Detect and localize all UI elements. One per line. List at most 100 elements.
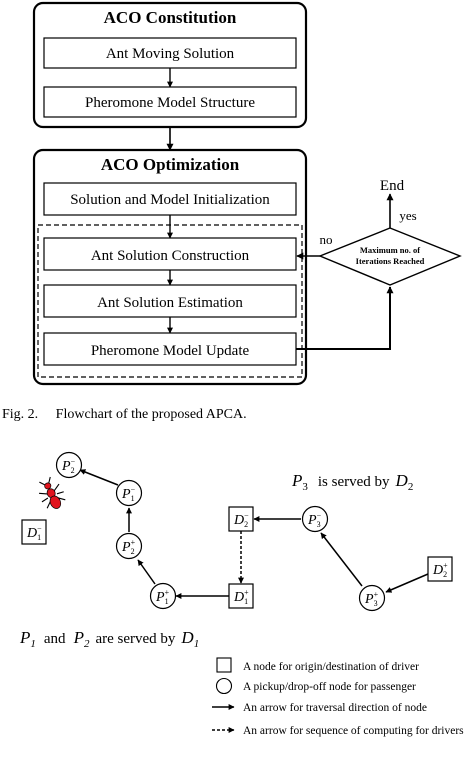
- pheromone-update-label: Pheromone Model Update: [91, 343, 250, 359]
- node-label-sup: −: [317, 511, 322, 520]
- estimation-box: [43, 284, 297, 318]
- passenger-node-circle: [149, 582, 177, 610]
- no-label: no: [320, 232, 333, 247]
- node-label: P2−: [61, 457, 76, 475]
- node-label-sub: 2: [131, 547, 135, 556]
- legend-square-symbol: [216, 657, 232, 673]
- ant-moving-solution-label: Ant Moving Solution: [106, 46, 235, 62]
- node-label-sub: 1: [131, 494, 135, 503]
- node-label: D2−: [233, 511, 249, 529]
- d1-symbol: D: [180, 628, 194, 647]
- edge-p1minus-to-p2minus: [79, 469, 119, 486]
- passenger-node-circle: [55, 451, 83, 479]
- aco-optimization-group: ACO Optimization Solution and Model Init…: [32, 148, 308, 386]
- legend: A node for origin/destination of driver …: [212, 657, 464, 737]
- passenger-node-circle: [115, 532, 143, 560]
- decision-line-1: Maximum no. of: [360, 245, 420, 255]
- node-label-sub: 2: [244, 520, 248, 529]
- passenger-node-circle: [301, 505, 329, 533]
- node-label-sup: +: [374, 590, 379, 599]
- node-d2p: D2+: [427, 556, 453, 582]
- node-label-sup: +: [131, 538, 136, 547]
- node-label-sub: 2: [443, 570, 447, 579]
- node-p3p: P3+: [358, 584, 386, 612]
- node-label-base: P: [155, 590, 165, 605]
- node-d1m: D1−: [21, 519, 47, 545]
- driver-node-square: [21, 519, 47, 545]
- node-label: P3−: [307, 511, 322, 529]
- d2-symbol: D: [395, 471, 409, 490]
- arrow-update-to-decision: [296, 286, 394, 350]
- legend-circle-text: A pickup/drop-off node for passenger: [243, 681, 416, 693]
- aco-constitution-group: ACO Constitution Ant Moving Solution Phe…: [32, 1, 308, 129]
- node-label-sub: 2: [71, 466, 75, 475]
- node-label: P1+: [155, 588, 170, 606]
- p2-subscript: 2: [84, 638, 90, 650]
- node-label-sup: +: [165, 588, 170, 597]
- edge-d2plus-to-p3plus: [385, 573, 429, 593]
- passenger-node-circle: [115, 479, 143, 507]
- p1-symbol: P: [19, 628, 30, 647]
- node-label: P1−: [121, 485, 136, 503]
- legend-arrow-text: An arrow for traversal direction of node: [243, 702, 427, 714]
- estimation-label: Ant Solution Estimation: [97, 295, 243, 311]
- node-p2p: P2+: [115, 532, 143, 560]
- node-label-base: D: [432, 563, 443, 578]
- p3-served-text: is served by: [318, 474, 390, 490]
- node-p1m: P1−: [115, 479, 143, 507]
- node-label-base: P: [121, 540, 131, 555]
- node-label-sup: −: [71, 457, 76, 466]
- driver-node-square: [228, 506, 254, 532]
- node-label-sub: 1: [244, 597, 248, 606]
- driver-node-square: [228, 583, 254, 609]
- construction-label: Ant Solution Construction: [91, 248, 250, 264]
- figure-caption: Fig. 2. Flowchart of the proposed APCA.: [2, 407, 247, 422]
- d1-subscript: 1: [194, 638, 200, 650]
- p3-subscript: 3: [302, 481, 308, 493]
- node-label-sub: 1: [165, 597, 169, 606]
- node-d2m: D2−: [228, 506, 254, 532]
- iteration-decision-diamond: [318, 227, 462, 286]
- node-label-base: D: [233, 590, 244, 605]
- node-label-base: D: [233, 513, 244, 528]
- legend-circle-symbol: [215, 677, 233, 695]
- node-label-base: P: [121, 487, 131, 502]
- node-p3m: P3−: [301, 505, 329, 533]
- yes-label: yes: [399, 208, 416, 223]
- node-label: P3+: [364, 590, 379, 608]
- p3-symbol: P: [291, 471, 302, 490]
- node-label-base: P: [364, 592, 374, 607]
- and-text: and: [44, 631, 66, 647]
- end-label: End: [380, 178, 405, 194]
- node-label-sub: 1: [37, 533, 41, 542]
- node-label-sub: 3: [374, 599, 378, 608]
- passenger-node-circle: [358, 584, 386, 612]
- initialization-label: Solution and Model Initialization: [70, 192, 270, 208]
- served-text: are served by: [95, 631, 175, 647]
- node-d1p: D1+: [228, 583, 254, 609]
- ant-icon: [39, 476, 66, 509]
- node-label-base: D: [26, 526, 37, 541]
- node-label-sup: −: [131, 485, 136, 494]
- node-label: D2+: [432, 561, 448, 579]
- edge-p3plus-to-p3minus: [320, 532, 363, 587]
- d2-subscript: 2: [408, 481, 414, 493]
- construction-box: [43, 237, 297, 271]
- node-label-sup: +: [244, 588, 249, 597]
- p3-served-statement: P3 is served by D2: [291, 471, 413, 493]
- node-label-base: P: [307, 513, 317, 528]
- route-edges: [79, 469, 429, 599]
- aco-optimization-box: [32, 148, 308, 386]
- aco-optimization-title: ACO Optimization: [101, 155, 240, 174]
- pheromone-update-box: [43, 332, 297, 366]
- node-label-sup: −: [37, 524, 42, 533]
- node-label-base: P: [61, 459, 71, 474]
- node-label: D1+: [233, 588, 249, 606]
- edge-p1plus-to-p2plus: [137, 559, 156, 585]
- pheromone-model-structure-label: Pheromone Model Structure: [85, 95, 255, 111]
- aco-constitution-title: ACO Constitution: [104, 8, 237, 27]
- node-p2m: P2−: [55, 451, 83, 479]
- node-label-sup: −: [244, 511, 249, 520]
